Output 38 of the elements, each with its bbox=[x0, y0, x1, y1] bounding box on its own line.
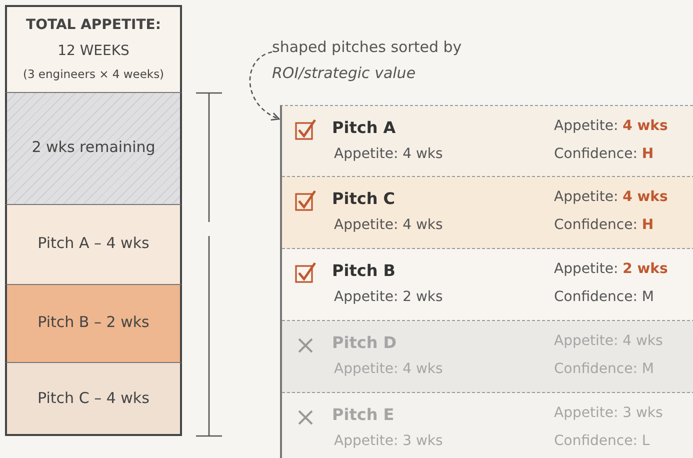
pitch-list-panel bbox=[280, 105, 693, 458]
segment-label: 2 wks remaining bbox=[30, 138, 156, 156]
heading-text: TOTAL APPETITE: bbox=[25, 17, 162, 33]
appetite-text: Appetite: 2 wks bbox=[334, 289, 443, 305]
pitch-title: Pitch A bbox=[332, 118, 396, 137]
pitch-title: Pitch D bbox=[332, 333, 397, 352]
remaining-segment bbox=[5, 93, 182, 205]
appetite-text: Appetite: 4 wks bbox=[554, 118, 668, 134]
breakdown-text: (3 engineers × 4 weeks) bbox=[22, 67, 166, 81]
appetite-text: Appetite: 3 wks bbox=[554, 405, 663, 421]
appetite-text: Appetite: 4 wks bbox=[554, 333, 663, 349]
header-cell bbox=[5, 5, 182, 93]
pitch-row bbox=[282, 177, 693, 249]
pitch-title: Pitch E bbox=[332, 405, 394, 424]
confidence-text: Confidence: M bbox=[554, 361, 654, 377]
confidence-text: Confidence: M bbox=[554, 289, 654, 305]
pitch-segment bbox=[5, 205, 182, 285]
segment-label: Pitch A – 4 wks bbox=[36, 234, 150, 252]
appetite-text: Appetite: 4 wks bbox=[554, 189, 668, 205]
dashed-arrow bbox=[249, 51, 280, 120]
pitch-title: Pitch B bbox=[332, 261, 396, 280]
appetite-text: Appetite: 4 wks bbox=[334, 146, 443, 162]
pitch-row bbox=[282, 321, 693, 393]
appetite-text: Appetite: 2 wks bbox=[554, 261, 668, 277]
appetite-text: Appetite: 4 wks bbox=[334, 361, 443, 377]
appetite-text: Appetite: 3 wks bbox=[334, 433, 443, 449]
annotation-text: shaped pitches sorted by ROI/strategic value bbox=[272, 34, 532, 86]
confidence-text: Confidence: H bbox=[554, 146, 654, 162]
appetite-text: Appetite: 4 wks bbox=[334, 217, 443, 233]
pitch-title: Pitch C bbox=[332, 189, 396, 208]
confidence-text: Confidence: L bbox=[554, 433, 650, 449]
segment-label: Pitch C – 4 wks bbox=[36, 388, 150, 406]
confidence-text: Confidence: H bbox=[554, 217, 654, 233]
segment-label: Pitch B – 2 wks bbox=[36, 313, 150, 331]
total-text: 12 WEEKS bbox=[56, 43, 130, 59]
pitch-segment bbox=[5, 363, 182, 436]
pitch-row bbox=[282, 106, 693, 177]
pitch-segment bbox=[5, 285, 182, 363]
